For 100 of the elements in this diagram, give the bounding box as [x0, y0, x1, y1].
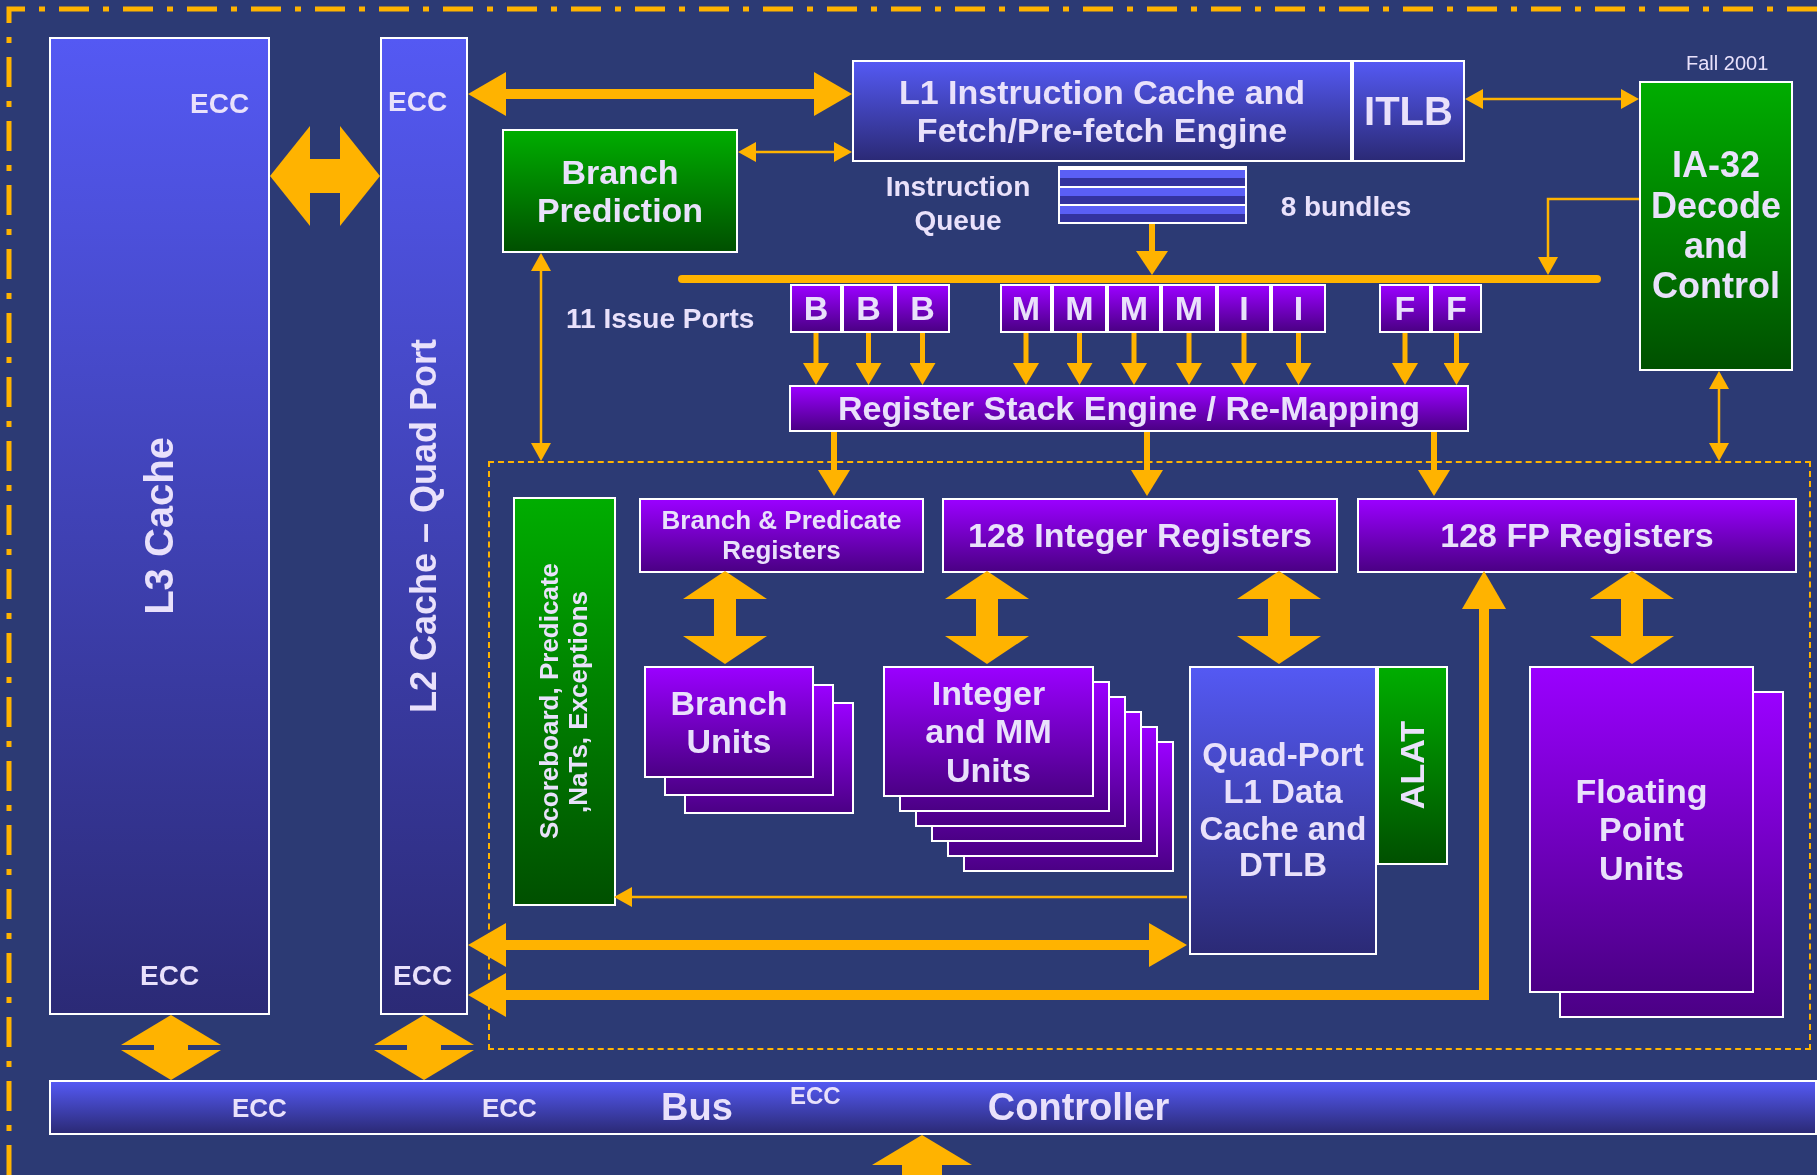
- register-file-block: [639, 498, 924, 573]
- arrow: [1176, 333, 1202, 385]
- issue-bus-bar: [678, 275, 1601, 283]
- queue-caption: Instruction Queue: [884, 170, 1032, 238]
- cache-block: [1189, 666, 1377, 955]
- issue-port: [1052, 284, 1107, 333]
- block-label: Branch Prediction: [535, 152, 705, 230]
- arrow: [909, 333, 936, 385]
- block-label: ITLB: [1364, 88, 1453, 134]
- block-label: Scoreboard, Predicate ,NaTs, Exceptions: [535, 562, 594, 842]
- double-arrow: [121, 1015, 221, 1080]
- double-arrow: [270, 126, 380, 226]
- execution-unit-block: [1529, 666, 1754, 993]
- arrow: [1418, 432, 1450, 496]
- issue-port: [1271, 284, 1326, 333]
- ecc-label: ECC: [482, 1094, 537, 1124]
- double-arrow: [374, 1015, 474, 1080]
- cache-block: [49, 37, 270, 1015]
- arrow: [855, 333, 882, 385]
- double-arrow: [1237, 571, 1321, 664]
- queue-caption: 8 bundles: [1279, 190, 1413, 224]
- double-arrow: [531, 253, 551, 461]
- port-label: B: [910, 289, 935, 328]
- queue-block: [1058, 166, 1247, 224]
- arrow: [1066, 333, 1093, 385]
- arrow: [803, 333, 829, 385]
- scoreboard-block: [513, 497, 616, 906]
- block-label: Floating Point Units: [1574, 772, 1709, 887]
- engine-block: [789, 385, 1469, 432]
- alat-block: [1377, 666, 1448, 865]
- port-label: F: [1446, 289, 1467, 328]
- register-file-block: [942, 498, 1338, 573]
- predictor-block: [502, 129, 738, 253]
- port-label: I: [1239, 289, 1249, 328]
- cache-block: [380, 37, 468, 1015]
- execution-unit-block: [883, 666, 1094, 797]
- arrow: [818, 432, 850, 496]
- block-label: Integer and MM Units: [924, 674, 1053, 789]
- double-arrow: [1709, 371, 1729, 461]
- cache-block: [852, 60, 1352, 162]
- arrow: [1136, 224, 1168, 275]
- block-label: L1 Instruction Cache and Fetch/Pre-fetch Engine: [897, 72, 1307, 150]
- arrow: [1121, 333, 1147, 385]
- block-label: 128 FP Registers: [1440, 516, 1714, 555]
- block-label: Register Stack Engine / Re-Mapping: [838, 389, 1420, 428]
- arrow: [872, 1135, 972, 1175]
- decoder-block: [1639, 81, 1793, 371]
- issue-port: [1431, 284, 1482, 333]
- ecc-label: ECC: [140, 960, 200, 993]
- arrow: [1538, 197, 1639, 275]
- double-arrow: [945, 571, 1029, 664]
- block-label: IA-32 Decode and Control: [1649, 145, 1782, 307]
- issue-port: [895, 284, 950, 333]
- register-file-block: [1357, 498, 1797, 573]
- bus-controller-block: [49, 1080, 1817, 1135]
- double-arrow: [468, 571, 1506, 1017]
- ecc-label: ECC: [790, 1082, 841, 1110]
- issue-port: [1161, 284, 1217, 333]
- issue-port: [790, 284, 842, 333]
- port-label: B: [856, 289, 881, 328]
- port-label: I: [1293, 289, 1304, 328]
- port-label: F: [1394, 289, 1416, 328]
- execution-unit-block: [644, 666, 814, 778]
- ecc-label: ECC: [232, 1094, 287, 1124]
- double-arrow: [738, 142, 852, 162]
- block-label: L3 Cache: [137, 437, 182, 615]
- double-arrow: [1590, 571, 1674, 664]
- issue-port: [1000, 284, 1052, 333]
- issue-port: [1217, 284, 1271, 333]
- double-arrow: [468, 72, 852, 116]
- tlb-block: [1352, 60, 1465, 162]
- issue-port: [842, 284, 895, 333]
- block-label: Controller: [987, 1086, 1170, 1129]
- arrow: [614, 887, 1187, 907]
- issue-port: [1107, 284, 1161, 333]
- issue-ports-label: 11 Issue Ports: [566, 303, 755, 336]
- execution-cluster-outline: [488, 461, 1811, 1050]
- arrow: [1231, 333, 1257, 385]
- arrow: [1131, 432, 1163, 496]
- block-label: L2 Cache – Quad Port: [403, 338, 445, 714]
- block-label: Branch & Predicate Registers: [660, 506, 903, 565]
- port-label: M: [1119, 289, 1149, 328]
- issue-port: [1379, 284, 1431, 333]
- arrow: [1013, 333, 1039, 385]
- block-label: Branch Units: [669, 683, 789, 761]
- block-label: Quad-Port L1 Data Cache and DTLB: [1198, 736, 1368, 885]
- port-label: M: [1174, 289, 1204, 328]
- ecc-label: ECC: [190, 88, 250, 121]
- ecc-label: ECC: [388, 86, 448, 119]
- block-label: ALAT: [1393, 721, 1432, 810]
- double-arrow: [683, 571, 767, 664]
- port-label: B: [803, 289, 829, 328]
- double-arrow: [1465, 89, 1639, 109]
- date-label: Fall 2001: [1686, 52, 1769, 75]
- port-label: M: [1065, 289, 1094, 328]
- arrow: [1392, 333, 1418, 385]
- ecc-label: ECC: [393, 960, 453, 993]
- block-label: 128 Integer Registers: [968, 516, 1312, 555]
- port-label: M: [1011, 289, 1041, 328]
- block-label: Bus: [661, 1086, 733, 1129]
